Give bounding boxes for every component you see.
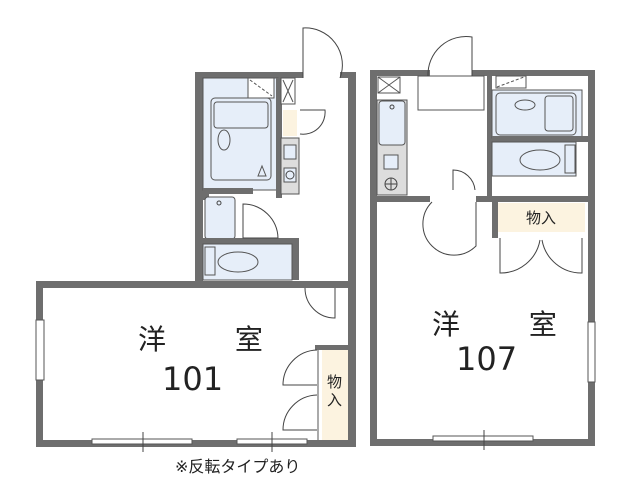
storage-label-101: 物入 xyxy=(327,373,343,409)
storage-label-107: 物入 xyxy=(526,209,557,227)
room-number-107: 107 xyxy=(456,340,518,378)
reverse-type-note: ※反転タイプあり xyxy=(175,457,301,476)
room-number-101: 101 xyxy=(162,360,224,398)
unit-107 xyxy=(370,36,596,450)
unit-101 xyxy=(35,27,356,452)
room-label-107: 洋 室 xyxy=(432,308,587,341)
room-label-101: 洋 室 xyxy=(138,323,293,356)
